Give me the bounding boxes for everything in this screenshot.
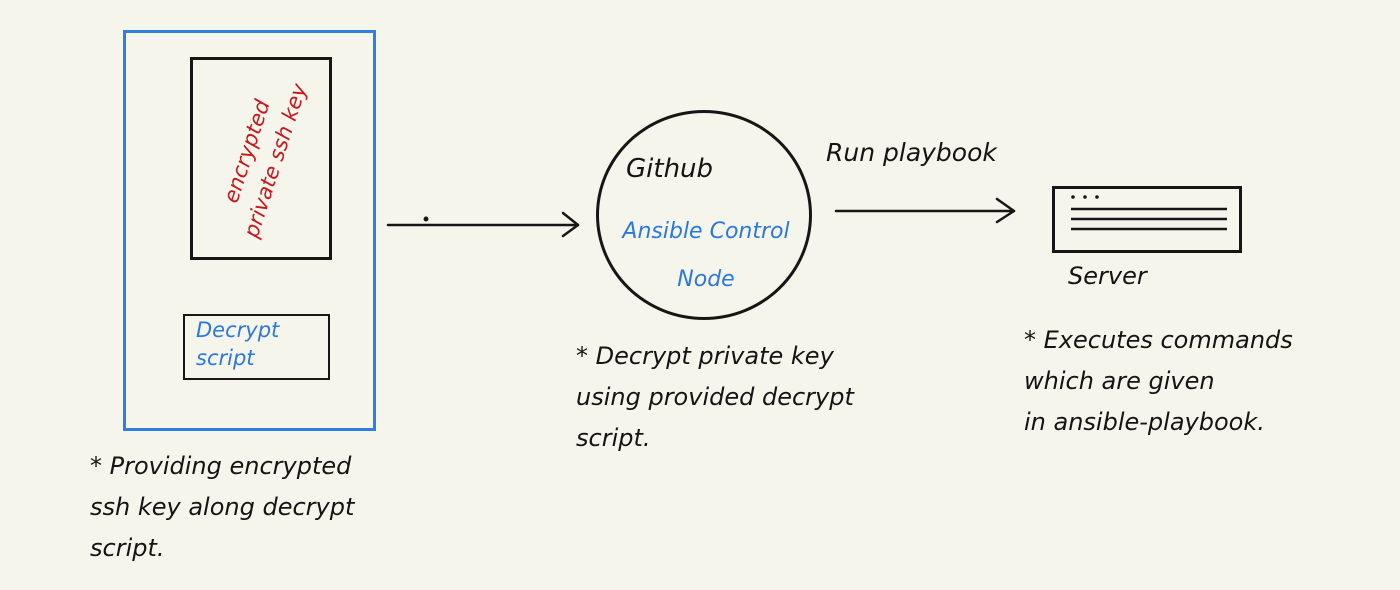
- repository-box: [123, 30, 376, 431]
- server-icon: [1052, 186, 1242, 253]
- arrow-node-to-server: [834, 197, 1016, 224]
- server-label: Server: [1068, 262, 1147, 290]
- decrypt-script-box: [183, 314, 330, 380]
- note-server: * Executes commands which are given in a…: [1024, 326, 1293, 436]
- control-node-subtitle: Ansible Control Node: [622, 219, 790, 292]
- encrypted-key-box: [190, 57, 332, 260]
- note-repository: * Providing encrypted ssh key along decr…: [90, 452, 355, 562]
- arrow-repo-to-node: [386, 211, 580, 238]
- note-control-node: * Decrypt private key using provided dec…: [576, 342, 854, 452]
- control-node-circle: [596, 110, 812, 320]
- server-lines-icon: [1071, 195, 1227, 231]
- run-playbook-label: Run playbook: [826, 138, 997, 167]
- decrypt-script-label: Decrypt script: [196, 318, 280, 370]
- control-node-title: Github: [626, 154, 714, 184]
